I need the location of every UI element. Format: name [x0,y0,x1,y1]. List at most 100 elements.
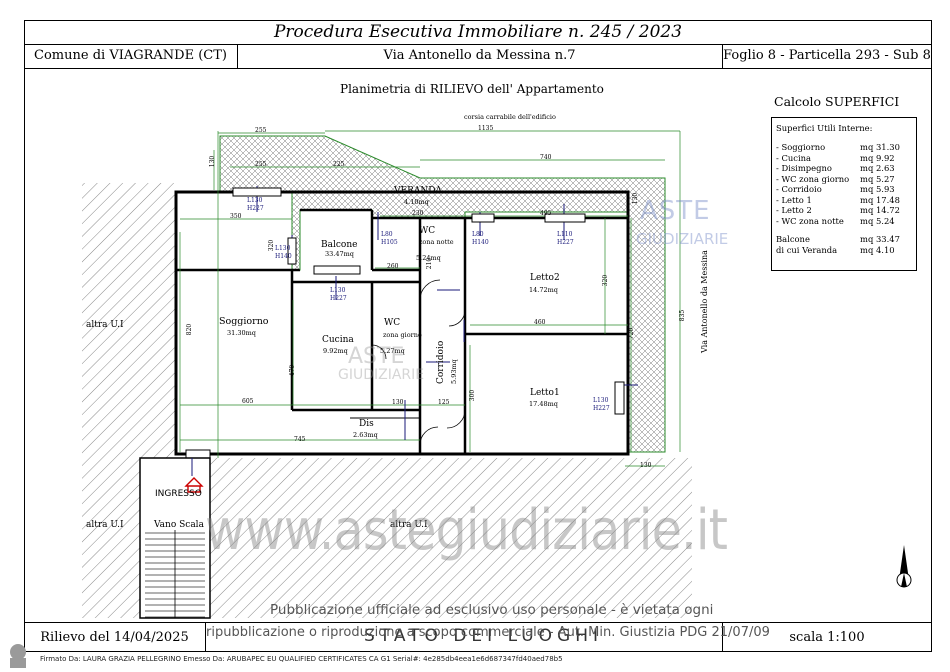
calc-veranda-label: di cui Veranda [776,244,838,255]
room-dis: Dis [359,419,374,429]
room-letto1-area: 17.48mq [529,400,558,408]
window-h: H227 [557,239,574,246]
room-wc-giorno: WC [384,318,401,328]
calc-row: - WC zona giorno mq 5.27 [776,174,912,185]
calc-balcone-value: mq 33.47 [860,234,900,244]
dimension-label: 470 [289,364,297,377]
footer-col-divider [722,622,723,652]
rilievo-date: Rilievo del 14/04/2025 [40,630,189,645]
window-h: H140 [275,253,292,260]
calc-veranda-value: mq 4.10 [860,244,895,255]
neighbor-bottom-left-hatch [82,458,140,618]
room-veranda-area: 4.10mq [404,198,429,206]
notice-line-2: ripubblicazione o riproduzione a scopo c… [206,625,770,640]
calc-row-value: mq 5.93 [860,184,895,194]
calc-row-value: mq 17.48 [860,194,900,205]
altra-ui-bottom: altra U.I [390,520,428,530]
aste-watermark-logo: ASTE [640,196,711,226]
window-l: L80 [472,231,484,238]
aste-watermark-center: ASTE [348,344,405,369]
dimension-label: 740 [540,154,552,161]
window-l: L130 [593,397,609,404]
header-divider [24,44,932,45]
plan-title: Planimetria di RILIEVO dell' Appartament… [340,82,604,96]
room-letto2: Letto2 [530,273,560,283]
dimension-label: 225 [333,161,345,168]
neighbor-left-hatch [82,183,176,458]
room-letto2-area: 14.72mq [529,286,558,294]
dimension-label: 720 [628,327,636,340]
dimension-label: 300 [469,389,477,402]
calc-subtitle: Superfici Utili Interne: [776,123,873,133]
ingresso-label: INGRESSO [155,489,202,499]
room-wc-giorno-area: 5.27mq [380,347,405,355]
site-watermark: www.astegiudiziarie.it [205,498,728,563]
room-cucina-area: 9.92mq [323,347,348,355]
dimension-label: 460 [534,319,546,326]
calc-row-label: - Cucina [776,152,812,163]
dimension-label: 835 [679,309,687,322]
dimension-label: 255 [255,161,267,168]
calc-row-value: mq 31.30 [860,142,900,152]
dimension-label: 320 [602,274,610,287]
window-h: H227 [593,405,610,412]
notice-line-1: Pubblicazione ufficiale ad esclusivo uso… [270,602,714,618]
vano-scala-label: Vano Scala [154,520,204,530]
room-veranda: VERANDA [394,186,442,196]
calc-row-label: - Soggiorno [776,142,826,152]
room-wc-notte-area: 5.24mq [416,254,441,262]
window-l: L110 [557,231,573,238]
calc-row-label: - Disimpegno [776,163,832,173]
dimension-label: 1135 [478,125,494,132]
calc-row-value: mq 5.24 [860,215,895,226]
dimension-label: 320 [268,239,276,252]
dimension-label: 495 [540,210,552,217]
window-l: L80 [381,231,393,238]
digital-signature: Firmato Da: LAURA GRAZIA PELLEGRINO Emes… [40,655,563,663]
apartment-outer-wall [174,190,630,456]
dimension-label: 230 [412,210,424,217]
room-balcone-area: 33.47mq [325,250,354,258]
room-corridoio: Corridoio [436,340,446,384]
altra-ui-left: altra U.I [86,320,124,330]
room-letto1: Letto1 [530,388,560,398]
room-soggiorno-area: 31.30mq [227,329,256,337]
window-h: H227 [247,205,264,212]
corsia-label: corsia carrabile dell'edificio [464,113,556,121]
cadastral-label: Foglio 8 - Particella 293 - Sub 8 [723,48,931,63]
dimension-label: 255 [255,127,267,134]
street-label: Via Antonello da Messina [700,250,709,353]
footer-col-divider [205,622,206,652]
header-col-divider [237,44,238,68]
calc-row: - Soggiorno mq 31.30 [776,142,912,153]
room-dis-area: 2.63mq [353,431,378,439]
north-arrow-icon [896,545,912,588]
calc-row-value: mq 2.63 [860,163,895,173]
neighbor-bottom-hatch [210,458,692,618]
header-col-divider [722,44,723,68]
comune-label: Comune di VIAGRANDE (CT) [34,48,227,63]
dimension-label: 820 [186,323,194,336]
window-l: L130 [330,287,346,294]
dimension-label: 130 [632,192,640,205]
calc-row-value: mq 9.92 [860,152,895,163]
room-corridoio-area: 5.93mq [450,359,458,384]
window-h: H227 [330,295,347,302]
calc-row-label: - Letto 1 [776,194,812,205]
calc-row-label: - Corridoio [776,184,822,194]
calc-veranda-row: di cui Veranda mq 4.10 [776,245,912,256]
header-divider [24,68,932,69]
dimension-label: 125 [438,399,450,406]
dimension-label: 130 [640,462,652,469]
window-h: H105 [381,239,398,246]
dimension-label: 130 [209,155,217,168]
calc-row-label: - WC zona giorno [776,173,850,184]
calc-row-label: - Letto 2 [776,205,812,215]
window-h: H140 [472,239,489,246]
dimension-label: 260 [387,263,399,270]
giudiziarie-watermark-center: GIUDIZIARIE [338,367,425,383]
calc-row-value: mq 5.27 [860,173,895,184]
window-l: L130 [247,197,263,204]
